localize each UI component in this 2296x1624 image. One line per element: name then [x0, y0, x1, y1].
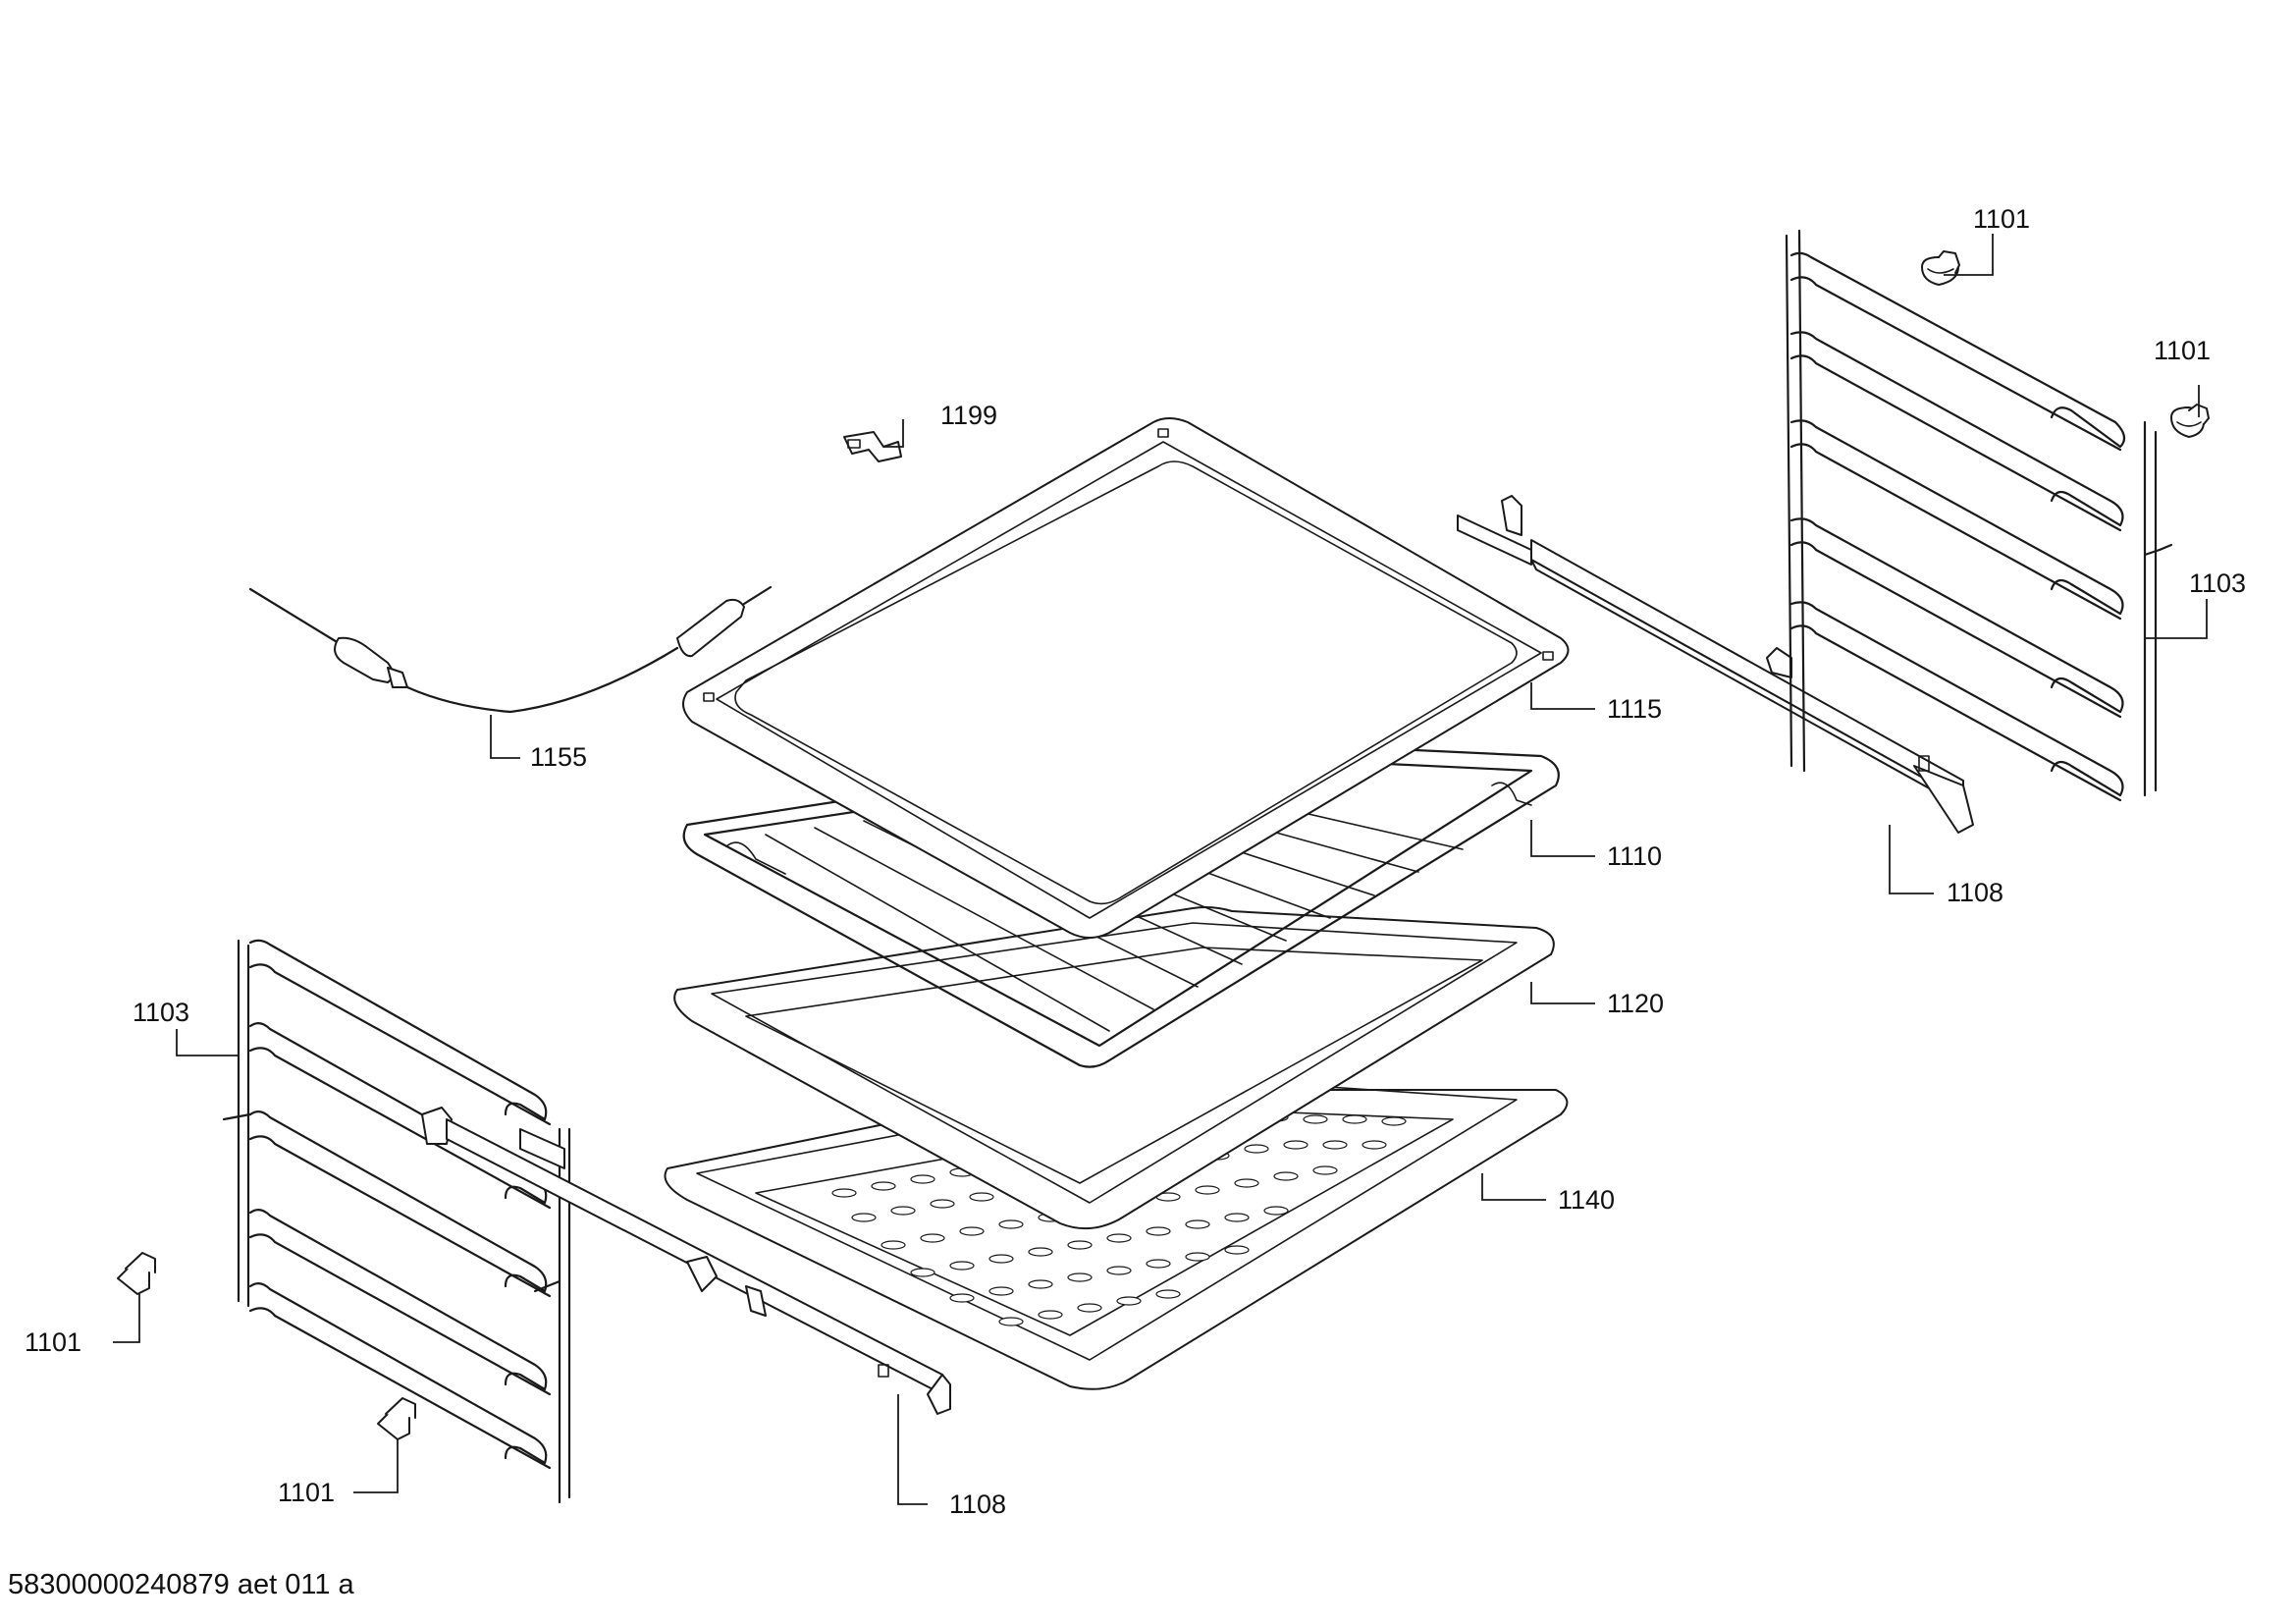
callout-1101-top-b: 1101 [2154, 336, 2211, 365]
part-1103-left-side-rack [222, 939, 571, 1504]
callout-1103-left: 1103 [133, 998, 189, 1027]
document-id: 58300000240879 aet 011 a [8, 1569, 354, 1600]
callout-1108-right: 1108 [1947, 878, 2003, 907]
leader-lines [113, 234, 2208, 1505]
callout-1101-left-a: 1101 [25, 1327, 81, 1357]
callout-1120: 1120 [1607, 989, 1664, 1018]
part-1115-enamel-tray [682, 417, 1570, 939]
callout-1101-top-a: 1101 [1973, 204, 2030, 234]
callout-1103-right: 1103 [2189, 568, 2246, 598]
callout-1115: 1115 [1607, 694, 1662, 724]
part-1101-bolt-top-b [2170, 404, 2210, 438]
callout-1110: 1110 [1607, 841, 1662, 871]
part-1101-bolt-top-a [1921, 250, 1960, 286]
callout-1155: 1155 [530, 742, 587, 772]
callout-1199: 1199 [940, 401, 997, 430]
callout-labels: 1101 1101 1199 1155 1115 1110 1120 1140 … [25, 204, 2246, 1519]
part-1108-right-telescopic-rail [1457, 495, 1974, 834]
part-1155-meat-probe [248, 585, 773, 714]
callout-1101-left-b: 1101 [278, 1478, 335, 1507]
callout-1108-left: 1108 [949, 1489, 1006, 1519]
part-1101-bolt-left-a [117, 1252, 156, 1295]
callout-1140: 1140 [1558, 1185, 1615, 1215]
part-1199-clip [843, 431, 902, 462]
part-1108-left-telescopic-rail [421, 1107, 951, 1415]
part-1103-right-side-rack [1785, 229, 2173, 802]
part-1120-baking-tray [673, 906, 1555, 1230]
part-1101-bolt-left-b [377, 1397, 416, 1440]
